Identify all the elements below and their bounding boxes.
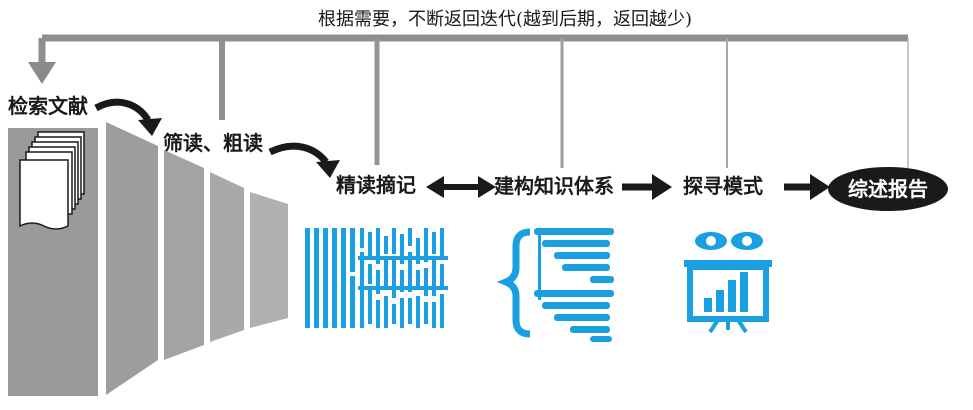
document-stack-icon [19,131,85,230]
eyes-presentation-icon [684,232,772,334]
stage-screen-label: 筛读、粗读 [163,131,263,155]
curved-arrow-1-head [138,118,162,136]
knowledge-structure-icon [496,228,614,342]
stage-framework-label: 建构知识体系 [494,174,614,198]
report-node: 综述报告 [828,167,948,211]
curved-arrow-2-head [316,160,340,178]
arrow-report-head [810,174,830,200]
reading-bars-icon [305,228,448,328]
iteration-note: 根据需要，不断返回迭代(越到后期，返回越少) [318,9,692,30]
stage-report-label: 综述报告 [848,177,928,201]
feedback-down-arrow [28,62,56,84]
double-arrow-right-head [478,176,496,198]
flow-arrows [94,98,830,200]
double-arrow-left-head [426,176,444,198]
stage-retrieve-label: 检索文献 [8,94,88,118]
arrow-explore-head [652,174,672,200]
stage-intensive-label: 精读摘记 [336,173,416,197]
feedback-loop [28,34,909,168]
stage-explore-label: 探寻模式 [683,174,763,198]
